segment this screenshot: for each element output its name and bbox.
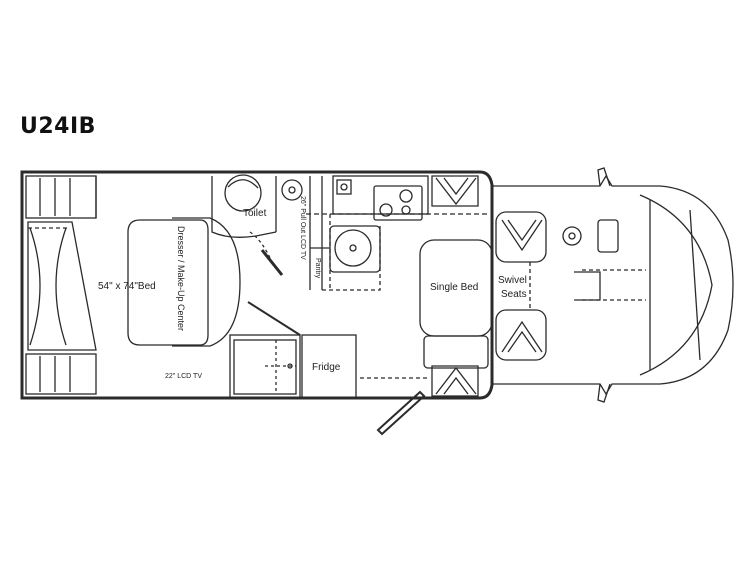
dresser-label: Dresser / Make-Up Center [176, 226, 186, 331]
lcd-tv-label: 22" LCD TV [165, 373, 202, 380]
toilet-label: Toilet [243, 208, 267, 219]
pantry-label: Pantry [314, 258, 321, 279]
shower [229, 301, 301, 399]
bed-label: 54" x 74"Bed [98, 281, 156, 292]
single-bed [360, 239, 493, 379]
entry-door [376, 390, 426, 436]
bath-area [211, 174, 330, 290]
swivel-label: Swivel [498, 275, 527, 286]
model-title: U24IB [20, 114, 96, 139]
dresser [172, 217, 241, 347]
fridge-label: Fridge [312, 362, 341, 373]
cab [492, 167, 734, 403]
single-bed-label: Single Bed [430, 282, 478, 293]
seats-label: Seats [501, 289, 527, 300]
galley [306, 175, 488, 291]
pullout-tv-label: 26" Pull Out LCD TV [299, 196, 306, 260]
rear-bed-area [25, 175, 209, 395]
outer-walls [20, 170, 494, 400]
fridge [301, 334, 357, 399]
